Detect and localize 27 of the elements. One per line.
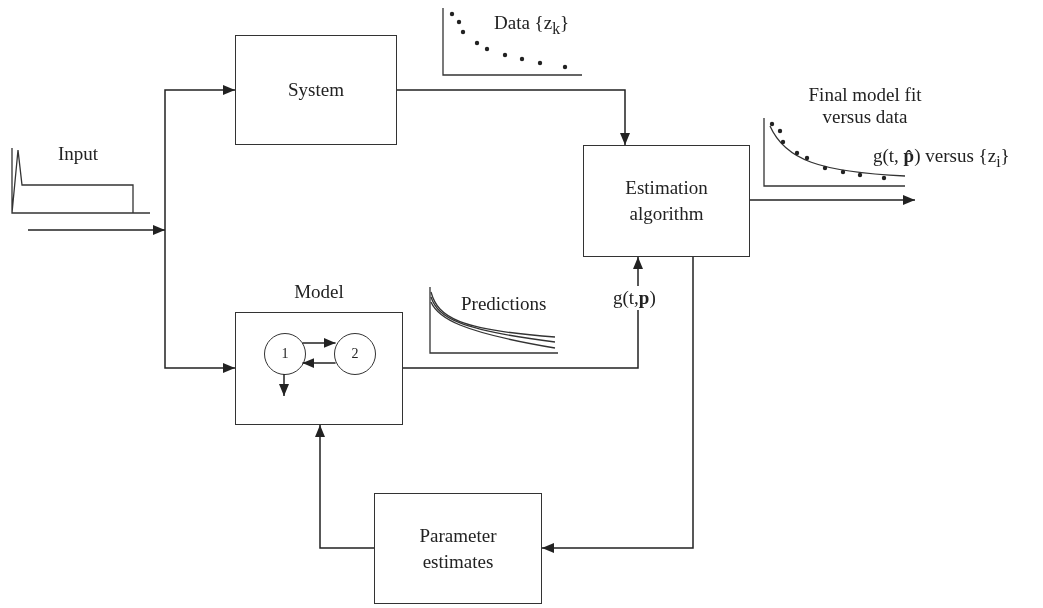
process-box [374,493,542,604]
box-label: Parameter estimates [418,523,498,574]
arrow [164,85,236,231]
arrow [749,195,916,205]
compartment-circle [334,333,376,375]
arrow [279,373,289,397]
arrow [164,229,236,373]
text-label: Final model fit versus data [807,84,923,128]
box-label: Estimation algorithm [624,176,709,226]
text-label: Data {z$_{k}$} [494,12,570,39]
input-arrow [27,225,166,235]
arrow [315,424,375,549]
box-label: System [287,78,345,103]
arrow [402,256,643,369]
arrow [396,89,630,146]
text-label: Predictions [461,293,547,316]
process-box [583,145,750,257]
arrow [301,337,337,348]
box-label: 2 [351,344,359,363]
text-label: g(t, p̂) versus {z$_{i}$} [873,145,1010,172]
box-label: 1 [281,344,289,363]
arrow [541,256,694,553]
process-box [235,35,397,145]
text-label: Input [58,143,99,166]
box-heading: Model [293,280,345,304]
edge-label: g(t,p) [611,286,658,310]
compartment-circle [264,333,306,375]
